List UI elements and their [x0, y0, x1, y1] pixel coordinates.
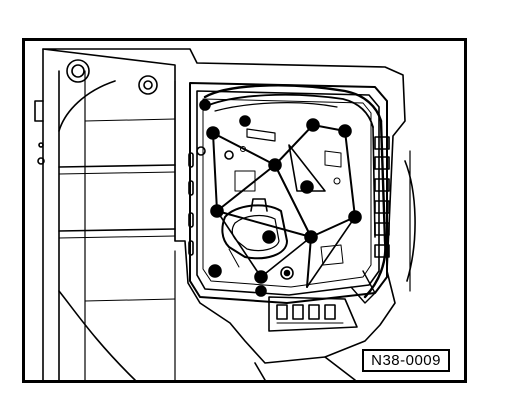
housing-bands — [58, 118, 176, 302]
housing-bolt-bosses — [37, 59, 158, 165]
valve-body-left-slots — [188, 152, 194, 256]
figure-reference-label: N38-0009 — [362, 349, 450, 372]
wiring-harness — [203, 84, 387, 299]
figure-frame: N38-0009 — [22, 38, 467, 383]
transmission-valve-body-illustration — [34, 48, 416, 380]
valve-body-details — [228, 146, 344, 268]
valve-body-brace — [212, 124, 356, 288]
transmission-housing — [34, 48, 416, 380]
valve-body-bolts — [196, 99, 362, 297]
bottom-connector-strip — [268, 296, 358, 332]
right-connector-blocks — [350, 136, 390, 304]
solenoid-opening — [221, 198, 288, 260]
